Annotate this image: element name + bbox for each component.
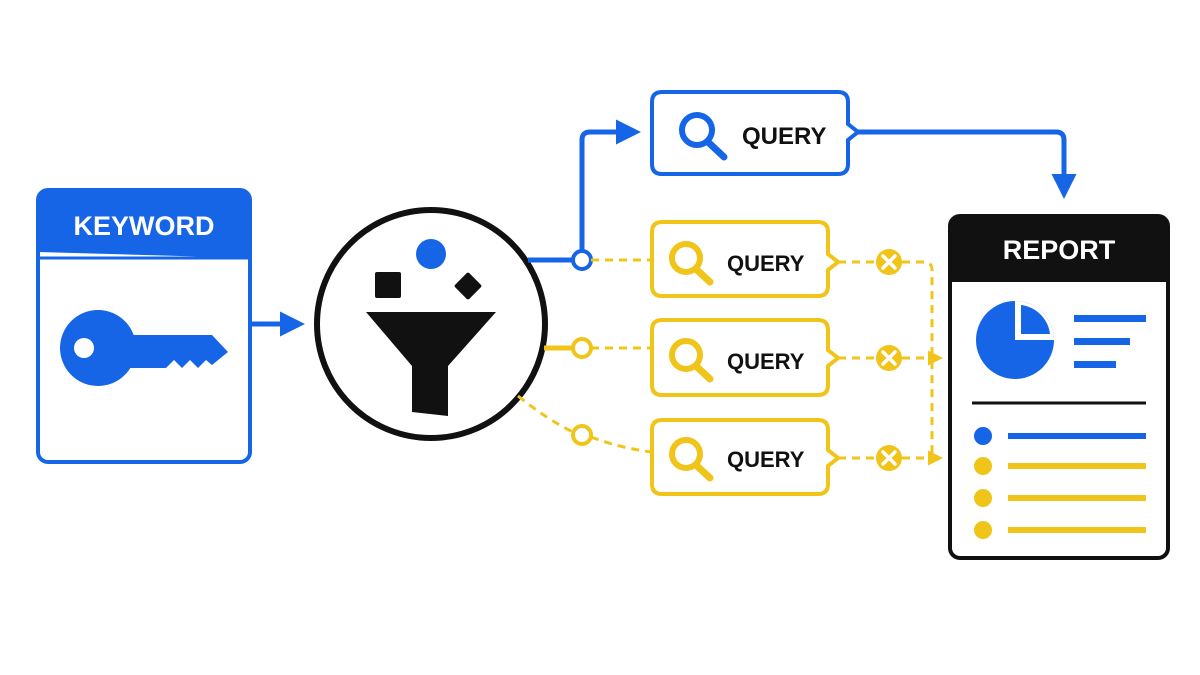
query-label: QUERY xyxy=(742,123,826,150)
x-mark-icon xyxy=(876,445,902,471)
report-card-header xyxy=(950,216,1168,282)
diamond-icon xyxy=(454,272,482,300)
report-title: REPORT xyxy=(1003,235,1116,265)
query-card-rejected-3: QUERY xyxy=(650,418,842,496)
keyword-title: KEYWORD xyxy=(74,211,215,241)
arrow-query-to-report xyxy=(858,129,1077,199)
report-card-frame xyxy=(948,214,1170,560)
query-label: QUERY xyxy=(727,349,805,374)
query-label: QUERY xyxy=(727,251,805,276)
search-icon xyxy=(669,338,714,383)
blue-dot-icon xyxy=(416,239,446,269)
keyword-card: KEYWORD xyxy=(36,188,252,464)
query-label: QUERY xyxy=(727,447,805,472)
report-card: REPORT xyxy=(948,214,1170,560)
key-icon xyxy=(60,310,228,386)
x-mark-icon xyxy=(876,345,902,371)
x-mark-icon xyxy=(876,249,902,275)
pie-chart-icon xyxy=(976,301,1054,379)
connector-selected xyxy=(528,119,641,263)
query-card-rejected-1: QUERY xyxy=(650,220,842,298)
node-selected xyxy=(571,249,593,271)
search-icon xyxy=(679,112,728,161)
summary-lines xyxy=(1074,315,1146,368)
query-card-rejected-2: QUERY xyxy=(650,318,842,397)
search-icon xyxy=(669,437,714,482)
node-row-3 xyxy=(571,424,593,446)
connectors xyxy=(517,119,653,454)
search-icon xyxy=(669,241,714,286)
keyword-card-header xyxy=(38,190,250,258)
node-row-2 xyxy=(571,337,593,359)
funnel-filter xyxy=(314,207,548,441)
query-card-selected: QUERY xyxy=(650,90,862,176)
list-bullet-icon xyxy=(974,427,1146,539)
rejected-paths xyxy=(838,249,943,471)
funnel-icon xyxy=(366,312,496,416)
square-icon xyxy=(375,272,401,298)
